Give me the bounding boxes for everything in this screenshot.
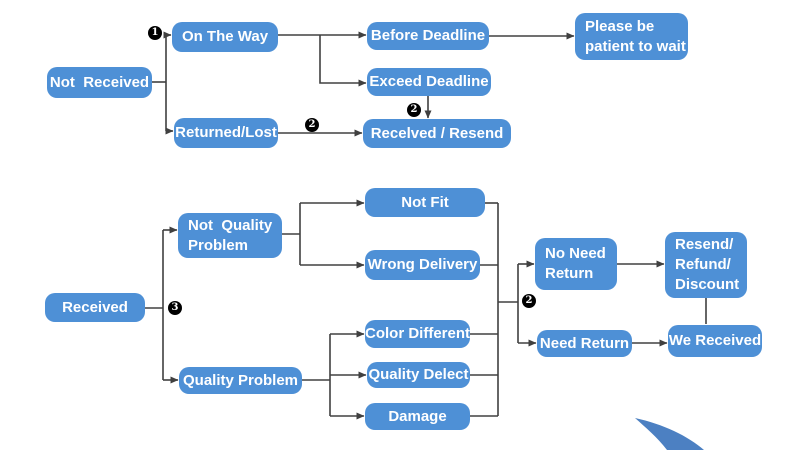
badge-step-2-returned: 2	[305, 118, 319, 132]
badge-step-2-return: 2	[522, 294, 536, 308]
node-received: Received	[45, 293, 145, 322]
node-received-resend: Recelved / Resend	[363, 119, 511, 148]
badge-step-1: 1	[148, 26, 162, 40]
node-need-return: Need Return	[537, 330, 632, 357]
node-please-be-patient: Please be patient to wait	[575, 13, 688, 60]
node-wrong-delivery: Wrong Delivery	[365, 250, 480, 280]
node-not-fit: Not Fit	[365, 188, 485, 217]
node-not-quality-problem: Not Quality Problem	[178, 213, 282, 258]
swoosh-decoration	[635, 418, 704, 450]
bottom-section-connectors	[145, 199, 707, 420]
badge-step-2-exceed: 2	[407, 103, 421, 117]
node-resend-refund-discount: Resend/ Refund/ Discount	[665, 232, 747, 298]
top-section-connectors	[152, 31, 575, 137]
node-on-the-way: On The Way	[172, 22, 278, 52]
node-quality-problem: Quality Problem	[179, 367, 302, 394]
node-damage: Damage	[365, 403, 470, 430]
badge-step-3: 3	[168, 301, 182, 315]
node-quality-delect: Quality Delect	[367, 362, 470, 388]
node-we-received: We Received	[668, 325, 762, 357]
node-no-need-return: No Need Return	[535, 238, 617, 290]
node-returned-lost: Returned/Lost	[174, 118, 278, 148]
node-not-received: Not Received	[47, 67, 152, 98]
node-color-different: Color Different	[365, 320, 470, 348]
node-before-deadline: Before Deadline	[367, 22, 489, 50]
node-exceed-deadline: Exceed Deadline	[367, 68, 491, 96]
